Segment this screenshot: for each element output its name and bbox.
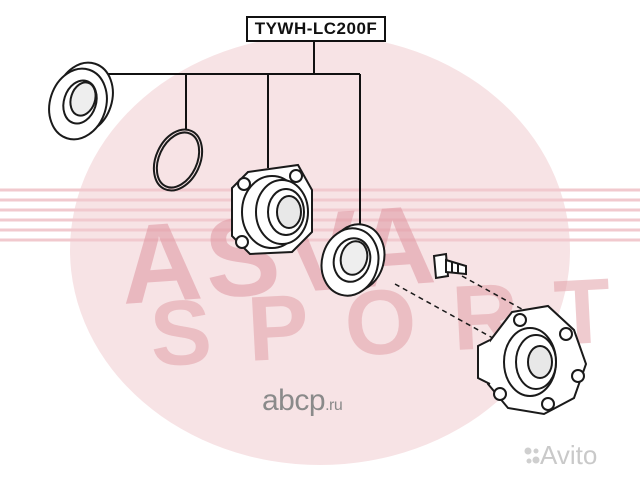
leader-lines: [106, 42, 361, 225]
part-number-label: TYWH-LC200F: [246, 16, 386, 42]
watermark-marketplace: Avito: [540, 440, 598, 470]
watermark-circle: [70, 35, 570, 465]
watermark-site-tld: .ru: [325, 397, 343, 414]
watermark-stripes: [0, 188, 640, 242]
o-ring: [152, 128, 204, 192]
oil-seal: [48, 61, 114, 141]
watermark-site: abcp.ru: [262, 384, 343, 418]
wheel-hub: [477, 304, 588, 416]
dust-seal: [320, 223, 386, 297]
avito-logo-icon: [524, 447, 540, 464]
watermark-site-name: abcp: [262, 384, 326, 417]
hub-bolt: [432, 252, 467, 280]
wheel-bearing-unit: [231, 163, 313, 256]
